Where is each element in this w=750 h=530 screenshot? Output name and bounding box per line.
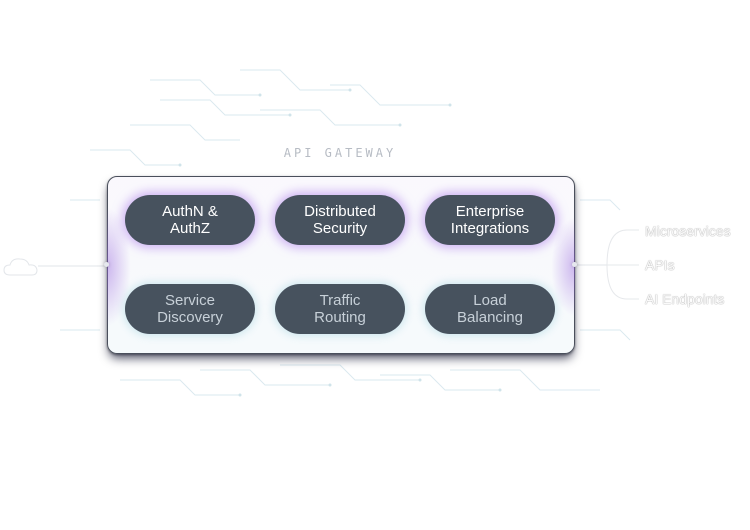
pill-label-line1: AuthN & bbox=[162, 203, 218, 220]
gateway-output-port bbox=[572, 262, 577, 267]
pill-label-line1: Load bbox=[473, 292, 507, 309]
pill-label-line2: Security bbox=[312, 220, 368, 237]
pill-label-line1: Enterprise bbox=[455, 203, 525, 220]
destination-ai-endpoints: AI Endpoints bbox=[645, 291, 725, 307]
destination-apis: APIs bbox=[645, 257, 675, 273]
destination-microservices: Microservices bbox=[645, 223, 731, 239]
gateway-input-port bbox=[104, 262, 109, 267]
pill-label-line2: Discovery bbox=[157, 309, 223, 326]
gateway-title: API GATEWAY bbox=[283, 146, 397, 160]
cloud-icon bbox=[3, 258, 38, 276]
source-connector bbox=[38, 265, 108, 267]
pill-label-line2: Integrations bbox=[450, 220, 530, 237]
capability-authn-authz[interactable]: AuthN &AuthZ bbox=[125, 195, 255, 245]
pill-label-line1: Traffic bbox=[319, 292, 361, 309]
pill-label-line2: Routing bbox=[314, 309, 366, 326]
pill-label-line2: AuthZ bbox=[169, 220, 211, 237]
pill-label-line1: Distributed bbox=[304, 203, 376, 220]
pill-label-line1: Service bbox=[164, 292, 215, 309]
destination-connectors bbox=[575, 229, 639, 300]
pill-label-line2: Balancing bbox=[457, 309, 523, 326]
